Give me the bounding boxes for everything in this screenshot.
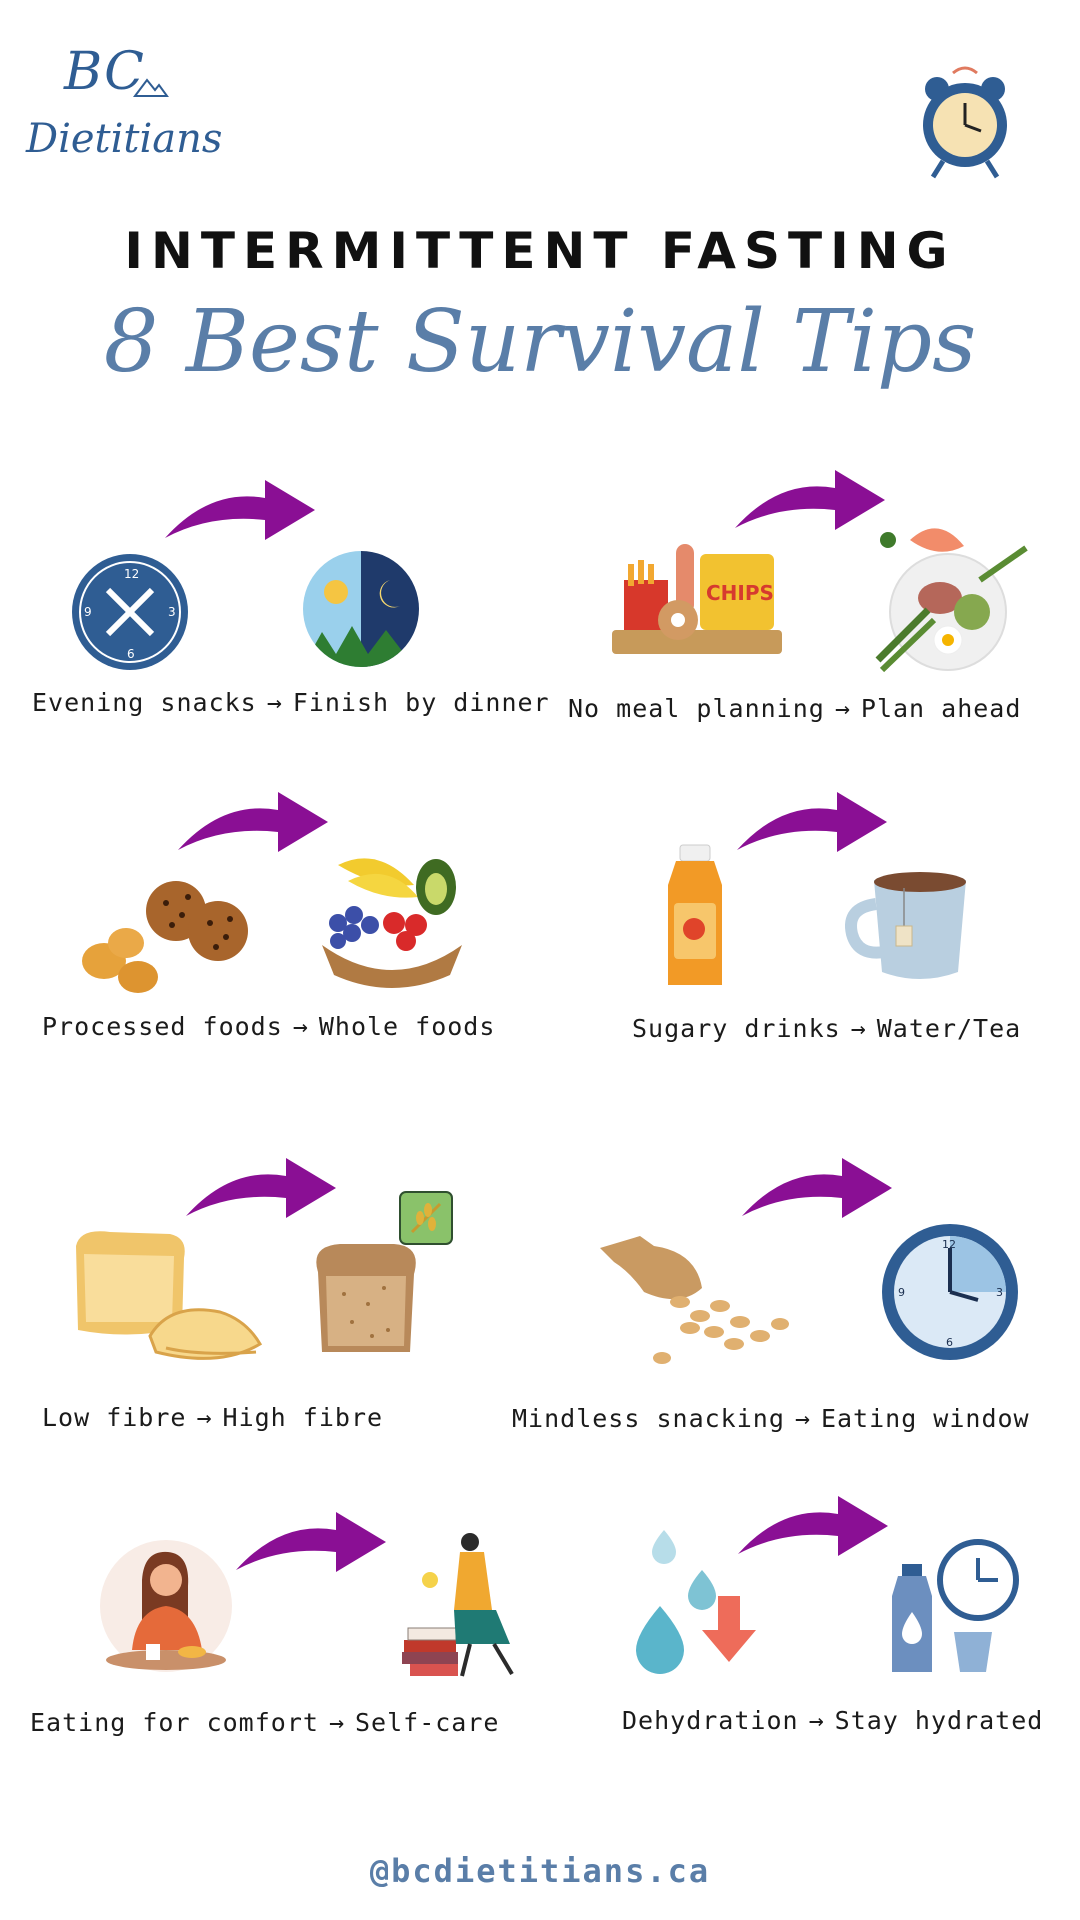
whole-grain-bread-icon (316, 1244, 416, 1352)
arrow-1 (165, 480, 315, 540)
svg-text:9: 9 (84, 605, 92, 619)
brand-name: Dietitians (26, 116, 223, 162)
wheat-badge-icon (399, 1191, 453, 1245)
tip-from-label: No meal planning (568, 694, 825, 723)
arrow-5 (186, 1158, 336, 1218)
tip-to-label: Stay hydrated (834, 1706, 1044, 1735)
fruit-basket-icon (322, 858, 462, 988)
svg-text:3: 3 (996, 1286, 1003, 1299)
arrow-glyph: → (808, 1706, 825, 1735)
tip-to-label: Water/Tea (876, 1014, 1022, 1043)
arrow-glyph: → (328, 1708, 345, 1737)
self-care-icon (402, 1533, 514, 1677)
tip-to-label: Self-care (355, 1708, 500, 1737)
tip-from-label: Low fibre (42, 1403, 187, 1432)
arrow-glyph: → (850, 1014, 867, 1043)
tip-to-label: Finish by dinner (292, 688, 550, 717)
tip-to-label: Eating window (820, 1404, 1030, 1433)
tip-caption-7: Eating for comfort → Self-care (30, 1708, 499, 1737)
tip-from-label: Sugary drinks (632, 1014, 841, 1043)
junk-food-icon: CHIPS (612, 544, 782, 654)
tip-from-label: Evening snacks (32, 688, 257, 717)
arrow-8 (738, 1496, 888, 1556)
svg-text:12: 12 (124, 567, 139, 581)
day-night-icon (303, 551, 419, 667)
page-subtitle: 8 Best Survival Tips (103, 292, 977, 392)
wall-clock-icon: 12 6 9 3 (882, 1224, 1018, 1360)
clock-plate-icon: 12 6 9 3 (72, 554, 188, 670)
svg-text:12: 12 (942, 1238, 956, 1251)
nuts-scoop-icon (600, 1236, 789, 1364)
svg-text:6: 6 (946, 1336, 953, 1349)
healthy-plate-icon (875, 528, 1028, 673)
alarm-clock-icon (923, 66, 1007, 179)
arrow-4 (737, 792, 887, 852)
juice-bottle-icon (668, 844, 722, 985)
arrow-glyph: → (196, 1403, 213, 1432)
arrow-glyph: → (834, 694, 851, 723)
tip-caption-1: Evening snacks → Finish by dinner (32, 688, 550, 717)
water-bottle-timer-icon (892, 1539, 1019, 1672)
tip-caption-4: Sugary drinks → Water/Tea (632, 1014, 1021, 1043)
tip-caption-3: Processed foods → Whole foods (42, 1012, 495, 1041)
svg-text:9: 9 (898, 1286, 905, 1299)
tip-from-label: Processed foods (42, 1012, 283, 1041)
arrow-7 (236, 1512, 386, 1572)
tip-caption-5: Low fibre → High fibre (42, 1403, 383, 1432)
tip-to-label: Plan ahead (860, 694, 1022, 723)
tip-from-label: Mindless snacking (512, 1404, 785, 1433)
white-bread-icon (76, 1231, 263, 1360)
arrow-2 (735, 470, 885, 530)
tip-to-label: Whole foods (318, 1012, 496, 1041)
social-handle: @bcdietitians.ca (369, 1852, 711, 1890)
tip-caption-8: Dehydration → Stay hydrated (622, 1706, 1043, 1735)
tip-caption-2: No meal planning → Plan ahead (568, 694, 1021, 723)
page-title: INTERMITTENT FASTING (124, 222, 956, 280)
brand-initials: BC (64, 42, 145, 102)
mountain-icon (133, 78, 169, 97)
tip-caption-6: Mindless snacking → Eating window (512, 1404, 1030, 1433)
comfort-eating-icon (100, 1540, 232, 1672)
tip-from-label: Eating for comfort (30, 1708, 319, 1737)
svg-text:6: 6 (127, 647, 135, 661)
arrow-glyph: → (794, 1404, 811, 1433)
svg-text:3: 3 (168, 605, 176, 619)
water-drops-icon (636, 1530, 756, 1674)
arrow-3 (178, 792, 328, 852)
tip-from-label: Dehydration (622, 1706, 799, 1735)
arrow-glyph: → (292, 1012, 309, 1041)
tea-mug-icon (845, 872, 966, 979)
svg-text:CHIPS: CHIPS (706, 581, 774, 605)
tip-to-label: High fibre (222, 1403, 384, 1432)
arrow-6 (742, 1158, 892, 1218)
arrow-glyph: → (266, 688, 283, 717)
cookies-nuggets-icon (82, 881, 248, 993)
